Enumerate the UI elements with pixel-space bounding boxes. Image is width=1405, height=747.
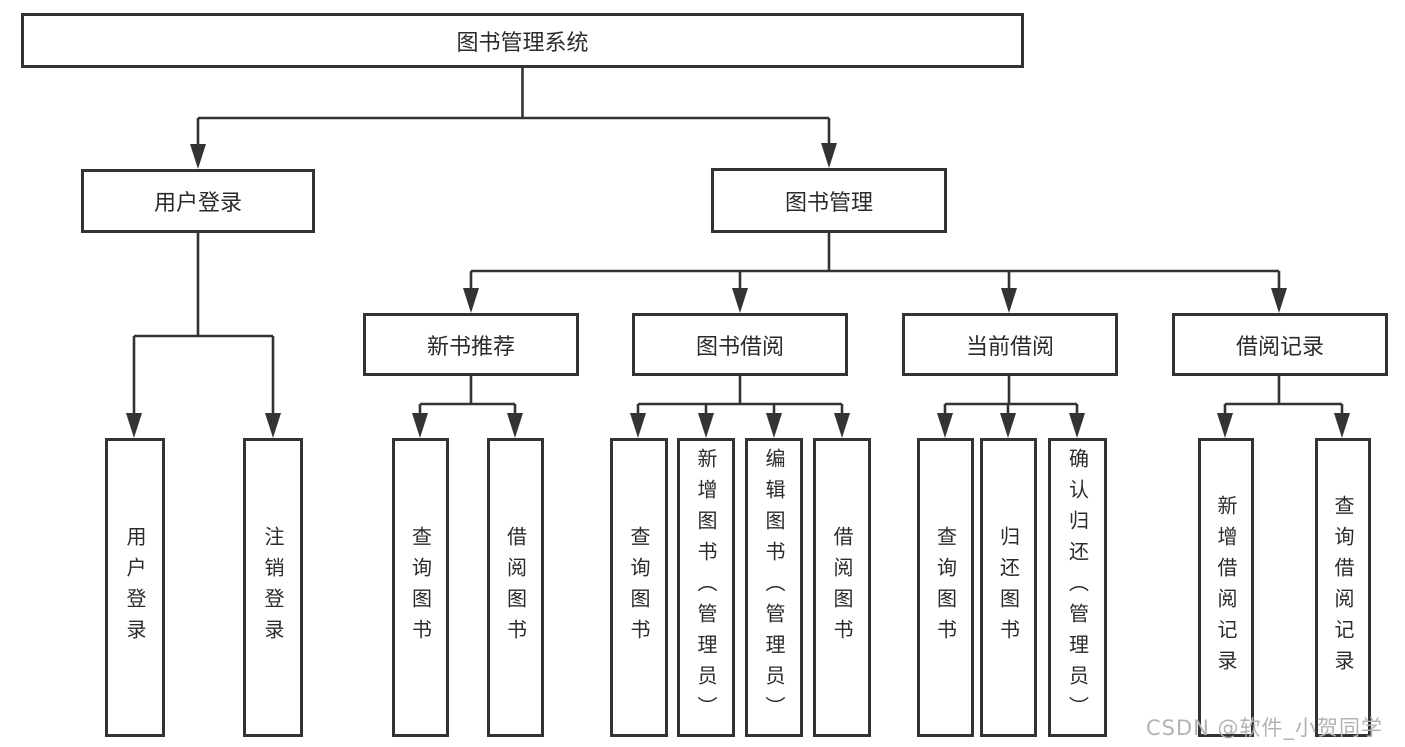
leaf-borrow-books-recommend: 借阅图书 xyxy=(487,438,544,737)
leaf-label: 新增图书（管理员） xyxy=(694,448,718,727)
leaf-query-borrow-record: 查询借阅记录 xyxy=(1315,438,1371,737)
node-label: 新书推荐 xyxy=(426,334,515,360)
leaf-label: 查询图书 xyxy=(933,525,958,650)
leaf-query-books-borrowing: 查询图书 xyxy=(610,438,668,737)
node-label: 图书管理 xyxy=(784,190,873,216)
leaf-label: 归还图书 xyxy=(996,525,1021,650)
node-root-library-system: 图书管理系统 xyxy=(21,13,1024,68)
node-label: 用户登录 xyxy=(153,191,242,216)
leaf-label: 新增借阅记录 xyxy=(1214,494,1238,681)
leaf-return-books: 归还图书 xyxy=(980,438,1037,737)
node-label: 图书借阅 xyxy=(695,334,784,360)
node-label: 图书管理系统 xyxy=(456,30,589,56)
node-new-book-recommend: 新书推荐 xyxy=(363,313,579,376)
leaf-label: 查询借阅记录 xyxy=(1331,494,1355,681)
node-user-login-branch: 用户登录 xyxy=(81,169,315,233)
leaf-query-books-recommend: 查询图书 xyxy=(392,438,449,737)
leaf-add-borrow-record: 新增借阅记录 xyxy=(1198,438,1254,737)
leaf-label: 查询图书 xyxy=(408,525,433,650)
leaf-edit-books-admin: 编辑图书（管理员） xyxy=(745,438,803,737)
leaf-label: 借阅图书 xyxy=(503,525,528,650)
csdn-watermark: CSDN @软件_小贺同学 xyxy=(1146,716,1384,740)
node-book-borrowing: 图书借阅 xyxy=(632,313,848,376)
node-label: 借阅记录 xyxy=(1235,334,1324,360)
leaf-label: 编辑图书（管理员） xyxy=(762,448,786,727)
node-label: 当前借阅 xyxy=(965,334,1054,360)
leaf-user-login: 用户登录 xyxy=(105,438,165,737)
leaf-borrow-books: 借阅图书 xyxy=(813,438,871,737)
node-current-borrowing: 当前借阅 xyxy=(902,313,1118,376)
node-borrowing-records: 借阅记录 xyxy=(1172,313,1388,376)
leaf-label: 用户登录 xyxy=(123,525,147,650)
node-book-management-branch: 图书管理 xyxy=(711,168,947,233)
leaf-label: 确认归还（管理员） xyxy=(1065,448,1090,727)
leaf-confirm-return-admin: 确认归还（管理员） xyxy=(1048,438,1107,737)
leaf-logout: 注销登录 xyxy=(243,438,303,737)
leaf-label: 借阅图书 xyxy=(830,525,854,650)
leaf-query-books-current: 查询图书 xyxy=(917,438,974,737)
leaf-add-books-admin: 新增图书（管理员） xyxy=(677,438,735,737)
leaf-label: 注销登录 xyxy=(261,525,285,650)
leaf-label: 查询图书 xyxy=(627,525,651,650)
